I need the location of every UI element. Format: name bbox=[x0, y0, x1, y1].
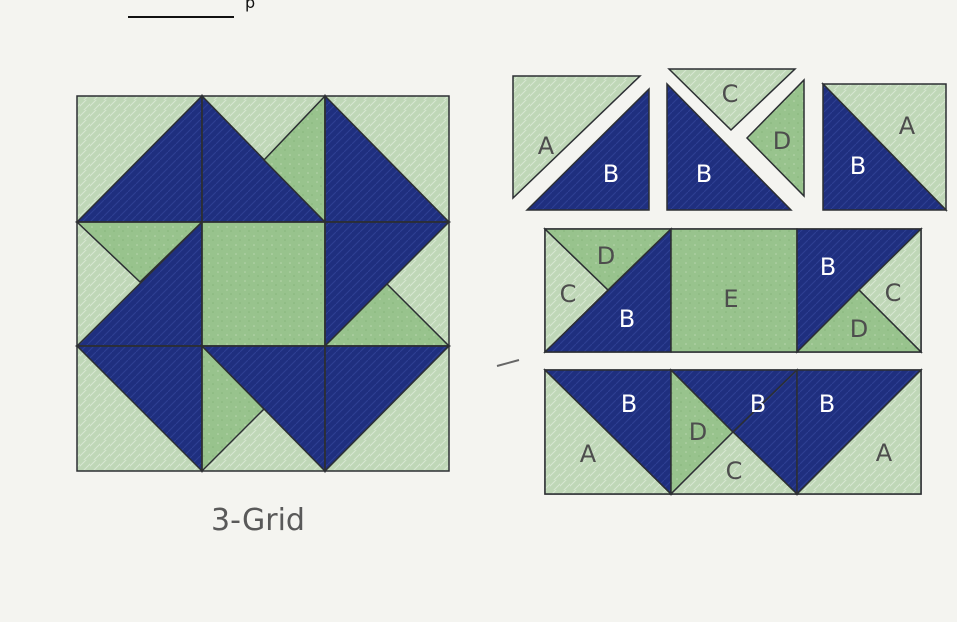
main-quilt-block bbox=[77, 96, 449, 471]
label-d4: D bbox=[689, 418, 707, 446]
label-b7: B bbox=[750, 390, 766, 418]
piece-group-middle: D C B E B C D bbox=[545, 229, 921, 352]
label-b4: B bbox=[619, 305, 635, 333]
label-a2: A bbox=[899, 112, 916, 140]
label-b1: B bbox=[603, 160, 619, 188]
label-c1: C bbox=[722, 80, 739, 108]
piece-group-top: A B C B D A B bbox=[513, 69, 946, 210]
label-a4: A bbox=[876, 439, 893, 467]
label-c3: C bbox=[885, 279, 902, 307]
label-c4: C bbox=[726, 457, 743, 485]
main-center-green-square bbox=[202, 222, 325, 346]
label-d3: D bbox=[850, 315, 868, 343]
label-c2: C bbox=[560, 280, 577, 308]
piece-group-bottom: B A D B C B A bbox=[545, 370, 921, 494]
label-a3: A bbox=[580, 440, 597, 468]
label-b6: B bbox=[621, 390, 637, 418]
label-b5: B bbox=[820, 253, 836, 281]
small-pen-mark bbox=[497, 360, 519, 366]
label-b2: B bbox=[696, 160, 712, 188]
label-d2: D bbox=[597, 242, 615, 270]
diagram-caption: 3-Grid bbox=[203, 503, 313, 538]
label-d1: D bbox=[773, 127, 791, 155]
label-a1: A bbox=[538, 132, 555, 160]
label-b3: B bbox=[850, 152, 866, 180]
label-b8: B bbox=[819, 390, 835, 418]
label-e1: E bbox=[723, 285, 738, 313]
